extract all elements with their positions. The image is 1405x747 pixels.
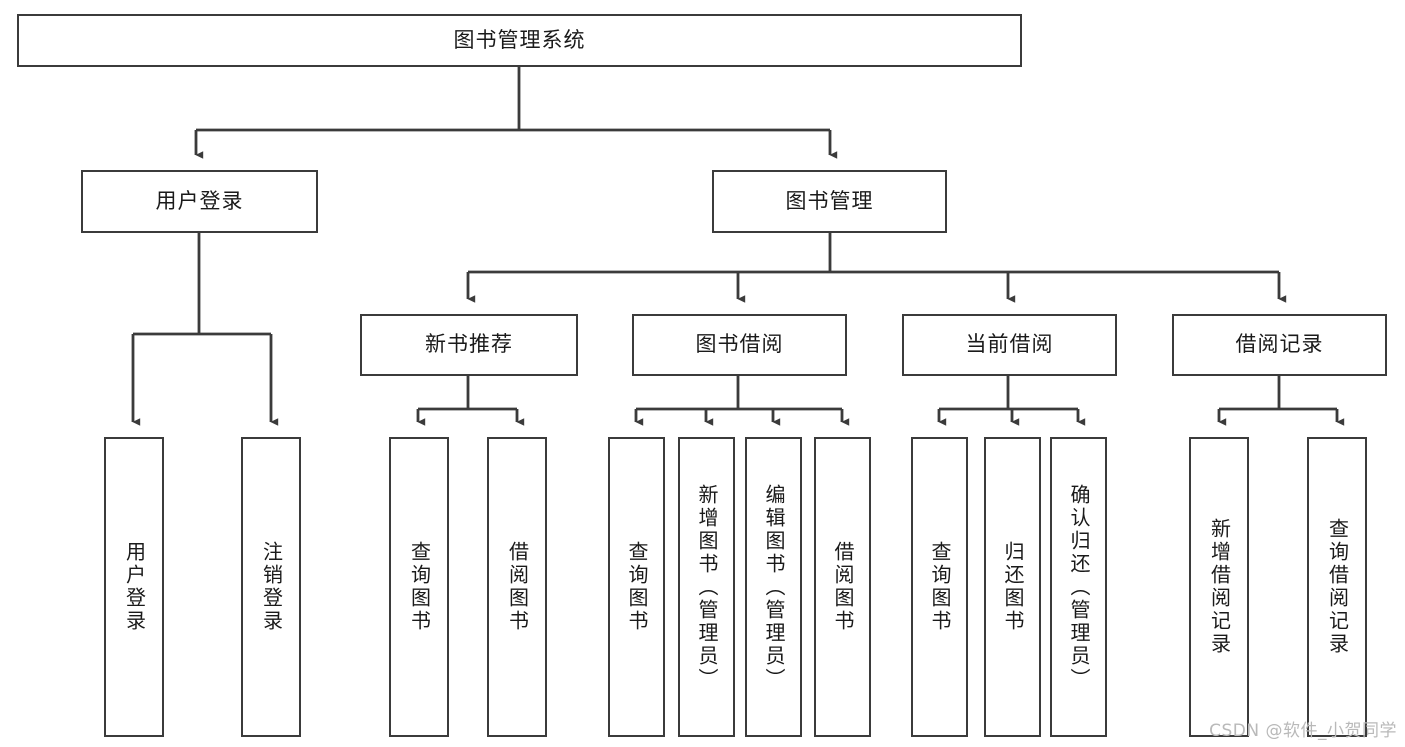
node-book-borrow[interactable]: 图书借阅 <box>632 314 847 376</box>
leaf-add-record[interactable]: 新增借阅记录 <box>1189 437 1249 737</box>
leaf-query-book-2-label: 查询图书 <box>625 541 649 633</box>
watermark: CSDN @软件_小贺同学 <box>1209 721 1397 741</box>
node-book-manage-label: 图书管理 <box>785 188 874 213</box>
leaf-query-book-3-label: 查询图书 <box>928 541 952 633</box>
node-book-borrow-label: 图书借阅 <box>695 332 784 357</box>
node-root-label: 图书管理系统 <box>453 27 586 52</box>
node-new-book-recommend-label: 新书推荐 <box>425 332 513 357</box>
leaf-add-book-label: 新增图书（管理员） <box>695 483 719 691</box>
leaf-borrow-book-2-label: 借阅图书 <box>831 541 855 633</box>
leaf-user-login[interactable]: 用户登录 <box>104 437 164 737</box>
node-user-login-label: 用户登录 <box>155 188 244 213</box>
node-borrow-record-label: 借阅记录 <box>1235 332 1324 357</box>
node-current-borrow[interactable]: 当前借阅 <box>902 314 1117 376</box>
node-root[interactable]: 图书管理系统 <box>17 14 1022 67</box>
leaf-borrow-book-2[interactable]: 借阅图书 <box>814 437 871 737</box>
leaf-return-book-label: 归还图书 <box>1001 541 1025 633</box>
leaf-borrow-book-1-label: 借阅图书 <box>505 541 530 633</box>
leaf-logout[interactable]: 注销登录 <box>241 437 301 737</box>
leaf-user-login-label: 用户登录 <box>122 541 147 633</box>
leaf-logout-label: 注销登录 <box>259 541 284 633</box>
leaf-query-book-1-label: 查询图书 <box>407 541 432 633</box>
node-new-book-recommend[interactable]: 新书推荐 <box>360 314 578 376</box>
leaf-borrow-book-1[interactable]: 借阅图书 <box>487 437 547 737</box>
node-user-login[interactable]: 用户登录 <box>81 170 318 233</box>
node-borrow-record[interactable]: 借阅记录 <box>1172 314 1387 376</box>
node-current-borrow-label: 当前借阅 <box>965 332 1054 357</box>
leaf-edit-book-label: 编辑图书（管理员） <box>762 483 786 691</box>
leaf-add-book[interactable]: 新增图书（管理员） <box>678 437 735 737</box>
leaf-query-book-2[interactable]: 查询图书 <box>608 437 665 737</box>
leaf-confirm-return[interactable]: 确认归还（管理员） <box>1050 437 1107 737</box>
leaf-query-book-3[interactable]: 查询图书 <box>911 437 968 737</box>
leaf-add-record-label: 新增借阅记录 <box>1207 518 1232 656</box>
leaf-query-record[interactable]: 查询借阅记录 <box>1307 437 1367 737</box>
leaf-query-book-1[interactable]: 查询图书 <box>389 437 449 737</box>
leaf-return-book[interactable]: 归还图书 <box>984 437 1041 737</box>
leaf-confirm-return-label: 确认归还（管理员） <box>1067 483 1091 691</box>
leaf-query-record-label: 查询借阅记录 <box>1325 518 1350 656</box>
leaf-edit-book[interactable]: 编辑图书（管理员） <box>745 437 802 737</box>
node-book-manage[interactable]: 图书管理 <box>712 170 947 233</box>
